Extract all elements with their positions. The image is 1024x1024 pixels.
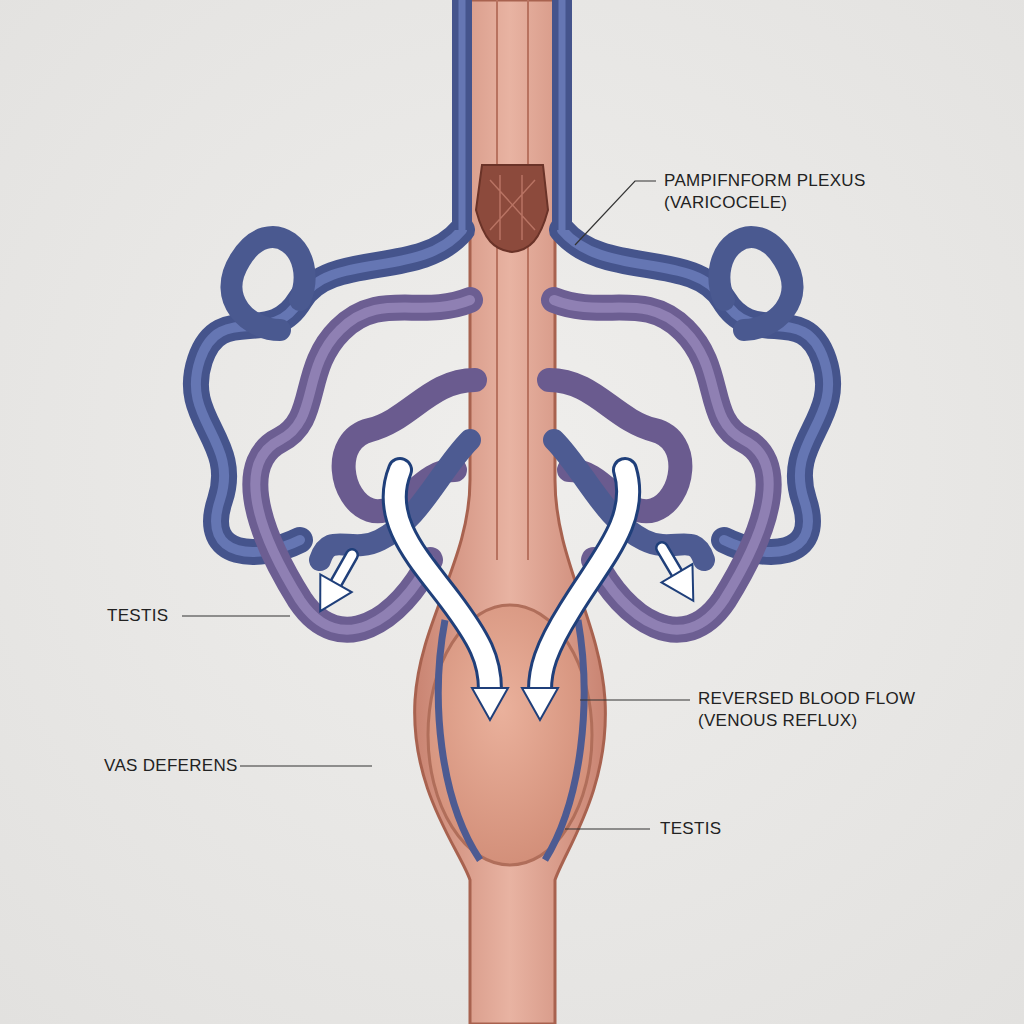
part-label: VAS DEFERENS <box>104 755 238 777</box>
leader-lines <box>182 181 690 829</box>
part-label: REVERSED BLOOD FLOW (VENOUS REFLUX) <box>698 688 968 732</box>
part-label: TESTIS <box>660 818 721 840</box>
part-label: PAMPIFNFORM PLEXUS (VARICOCELE) <box>664 170 914 214</box>
part-label: TESTIS <box>107 605 168 627</box>
